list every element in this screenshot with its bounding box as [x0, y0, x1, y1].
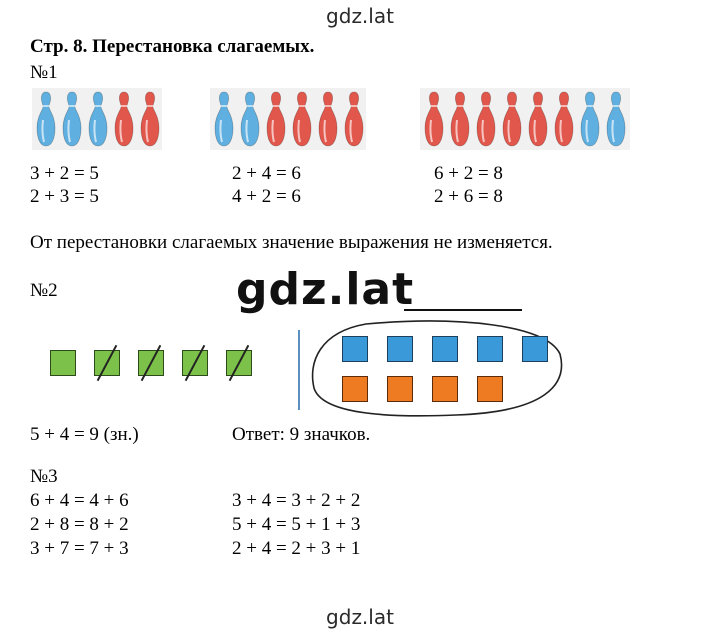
red-bowling-pin-icon — [554, 91, 574, 147]
blue-square — [342, 336, 368, 362]
divider-line — [298, 330, 300, 410]
orange-square — [342, 376, 368, 402]
pins-group-1 — [34, 90, 162, 148]
task2-answer: Ответ: 9 значков. — [232, 424, 371, 445]
task2-label: №2 — [30, 280, 58, 301]
equation: 4 + 2 = 6 — [232, 186, 301, 207]
pins-group-3 — [422, 90, 628, 148]
equation: 2 + 4 = 6 — [232, 163, 301, 184]
red-bowling-pin-icon — [528, 91, 548, 147]
watermark-bottom: gdz.lat — [326, 605, 394, 629]
equation: 6 + 4 = 4 + 6 — [30, 490, 129, 511]
blue-bowling-pin-icon — [580, 91, 600, 147]
green-square-crossed — [182, 350, 208, 376]
equation: 6 + 2 = 8 — [434, 163, 503, 184]
red-bowling-pin-icon — [266, 91, 286, 147]
red-bowling-pin-icon — [476, 91, 496, 147]
pins-group-2-bg — [210, 88, 366, 150]
equation: 5 + 4 = 5 + 1 + 3 — [232, 514, 361, 535]
blue-bowling-pin-icon — [240, 91, 260, 147]
red-bowling-pin-icon — [424, 91, 444, 147]
blue-bowling-pin-icon — [62, 91, 82, 147]
blue-square — [387, 336, 413, 362]
blue-square — [522, 336, 548, 362]
blue-bowling-pin-icon — [214, 91, 234, 147]
watermark-underline — [404, 309, 522, 311]
pins-group-2 — [212, 90, 366, 148]
equation: 3 + 7 = 7 + 3 — [30, 538, 129, 559]
oval-outline — [311, 320, 563, 417]
equation: 2 + 6 = 8 — [434, 186, 503, 207]
red-bowling-pin-icon — [292, 91, 312, 147]
green-square — [50, 350, 76, 376]
watermark-top: gdz.lat — [326, 4, 394, 28]
red-bowling-pin-icon — [318, 91, 338, 147]
green-square-crossed — [94, 350, 120, 376]
orange-square — [432, 376, 458, 402]
equation: 2 + 4 = 2 + 3 + 1 — [232, 538, 361, 559]
blue-square — [477, 336, 503, 362]
orange-square — [387, 376, 413, 402]
task1-label: №1 — [30, 62, 58, 83]
equation: 2 + 3 = 5 — [30, 186, 99, 207]
orange-square — [477, 376, 503, 402]
equation: 3 + 4 = 3 + 2 + 2 — [232, 490, 361, 511]
blue-bowling-pin-icon — [36, 91, 56, 147]
red-bowling-pin-icon — [114, 91, 134, 147]
equation: 3 + 2 = 5 — [30, 163, 99, 184]
watermark-middle: gdz.lat — [236, 264, 415, 315]
page-title: Стр. 8. Перестановка слагаемых. — [30, 36, 315, 57]
red-bowling-pin-icon — [140, 91, 160, 147]
red-bowling-pin-icon — [450, 91, 470, 147]
task2-equation: 5 + 4 = 9 (зн.) — [30, 424, 139, 445]
red-bowling-pin-icon — [502, 91, 522, 147]
rule-text: От перестановки слагаемых значение выраж… — [30, 232, 553, 253]
equation: 2 + 8 = 8 + 2 — [30, 514, 129, 535]
blue-bowling-pin-icon — [88, 91, 108, 147]
task3-label: №3 — [30, 466, 58, 487]
red-bowling-pin-icon — [344, 91, 364, 147]
blue-bowling-pin-icon — [606, 91, 626, 147]
blue-square — [432, 336, 458, 362]
